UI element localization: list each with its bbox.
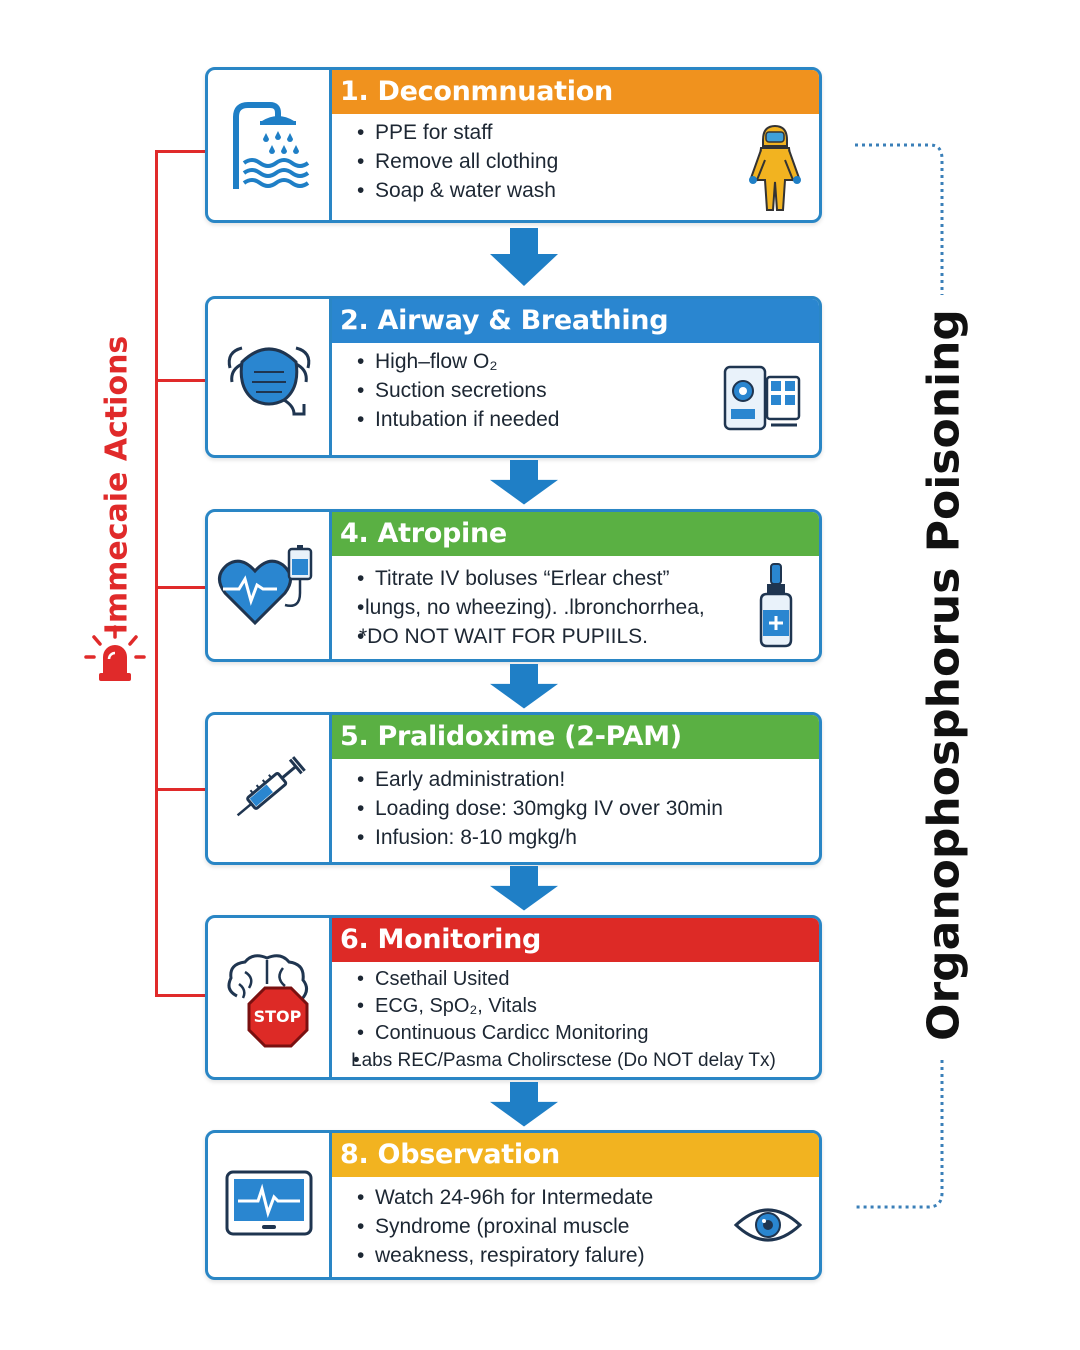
stop-sign-text: STOP bbox=[253, 1006, 302, 1026]
step-8-line: Watch 24-96h for Intermedate bbox=[355, 1183, 807, 1212]
step-decontamination: 1. Deconmnuation PPE for staff Remove al… bbox=[205, 67, 822, 223]
flow-arrow bbox=[490, 664, 558, 709]
step-2-line: High–flow O₂ bbox=[355, 347, 807, 376]
flow-arrow bbox=[490, 1082, 558, 1127]
step-4-line: Titrate IV boluses “Erlear chest” bbox=[355, 564, 807, 593]
step-8-body: Watch 24-96h for Intermedate Syndrome (p… bbox=[335, 1177, 819, 1277]
step-2-icon-cell bbox=[208, 299, 332, 455]
immediate-bracket-tick-5 bbox=[155, 994, 205, 997]
step-airway-breathing: 2. Airway & Breathing High–flow O₂ Sucti… bbox=[205, 296, 822, 458]
step-5-line: Infusion: 8-10 mgkg/h bbox=[355, 823, 807, 852]
step-1-body: PPE for staff Remove all clothing Soap &… bbox=[335, 114, 819, 220]
step-atropine: 4. Atropine Titrate IV boluses “Erlear c… bbox=[205, 509, 822, 662]
step-6-body: Csethail Usited ECG, SpO₂, Vitals Contin… bbox=[335, 962, 819, 1077]
step-6-icon-cell: STOP bbox=[208, 918, 332, 1077]
heart-iv-icon bbox=[217, 544, 312, 625]
step-4-title: 4. Atropine bbox=[332, 512, 819, 556]
step-8-title: 8. Observation bbox=[332, 1133, 819, 1177]
poisoning-bracket bbox=[855, 143, 944, 1209]
step-2-title: 2. Airway & Breathing bbox=[332, 299, 819, 343]
step-8-icon-cell bbox=[208, 1133, 332, 1277]
step-2-line: Intubation if needed bbox=[355, 405, 807, 434]
step-6-line: Csethail Usited bbox=[355, 966, 807, 993]
step-5-icon-cell bbox=[208, 715, 332, 862]
step-5-title: 5. Pralidoxime (2-PAM) bbox=[332, 715, 819, 759]
step-1-line: PPE for staff bbox=[355, 118, 807, 147]
step-5-body: Early administration! Loading dose: 30mg… bbox=[335, 759, 819, 862]
step-6-line: ECG, SpO₂, Vitals bbox=[355, 993, 807, 1020]
step-1-line: Remove all clothing bbox=[355, 147, 807, 176]
step-5-line: Early administration! bbox=[355, 765, 807, 794]
flow-arrow bbox=[490, 228, 558, 286]
immediate-actions-label: Immecaie Actions bbox=[99, 335, 135, 635]
monitor-icon bbox=[225, 1170, 312, 1236]
step-6-line: Labs REC/Pasma Cholirsctese (Do NOT dela… bbox=[351, 1047, 807, 1074]
ventilator-icon bbox=[723, 365, 801, 431]
oxygen-mask-icon bbox=[227, 346, 310, 416]
step-8-line: Syndrome (proxinal muscle bbox=[355, 1212, 807, 1241]
immediate-bracket-tick-3 bbox=[155, 586, 205, 589]
step-pralidoxime: 5. Pralidoxime (2-PAM) Early administrat… bbox=[205, 712, 822, 865]
step-2-line: Suction secretions bbox=[355, 376, 807, 405]
shower-icon bbox=[232, 102, 309, 189]
step-8-line: weakness, respiratory falure) bbox=[355, 1241, 807, 1270]
step-4-line: lungs, no wheezing). .lbronchorrhea, bbox=[355, 593, 807, 622]
flow-arrow bbox=[490, 460, 558, 505]
step-6-line: Continuous Cardicc Monitoring bbox=[355, 1020, 807, 1047]
brain-stop-icon: STOP bbox=[223, 950, 315, 1047]
vial-icon bbox=[759, 563, 793, 648]
step-1-line: Soap & water wash bbox=[355, 176, 807, 205]
poisoning-title: Organophosphorus Poisoning bbox=[918, 309, 970, 1041]
immediate-bracket-tick-2 bbox=[155, 379, 205, 382]
syringe-icon bbox=[236, 755, 306, 816]
step-observation: 8. Observation Watch 24-96h for Intermed… bbox=[205, 1130, 822, 1280]
step-5-line: Loading dose: 30mgkg IV over 30min bbox=[355, 794, 807, 823]
flow-arrow bbox=[490, 866, 558, 911]
step-6-title: 6. Monitoring bbox=[332, 918, 819, 962]
hazmat-suit-icon bbox=[749, 124, 801, 211]
immediate-bracket-vertical bbox=[155, 150, 158, 997]
step-1-title: 1. Deconmnuation bbox=[332, 70, 819, 114]
stop-sign-icon bbox=[247, 986, 308, 1047]
immediate-bracket-tick-4 bbox=[155, 788, 205, 791]
alarm-siren-icon bbox=[84, 625, 146, 681]
step-1-icon-cell bbox=[208, 70, 332, 220]
step-monitoring: STOP 6. Monitoring Csethail Usited ECG, … bbox=[205, 915, 822, 1080]
eye-icon bbox=[733, 1208, 803, 1242]
step-2-body: High–flow O₂ Suction secretions Intubati… bbox=[335, 343, 819, 455]
step-4-body: Titrate IV boluses “Erlear chest” lungs,… bbox=[335, 556, 819, 659]
step-4-line: *DO NOT WAIT FOR PUPIILS. bbox=[355, 622, 807, 651]
immediate-bracket-tick-1 bbox=[155, 150, 205, 153]
step-4-icon-cell bbox=[208, 512, 332, 659]
